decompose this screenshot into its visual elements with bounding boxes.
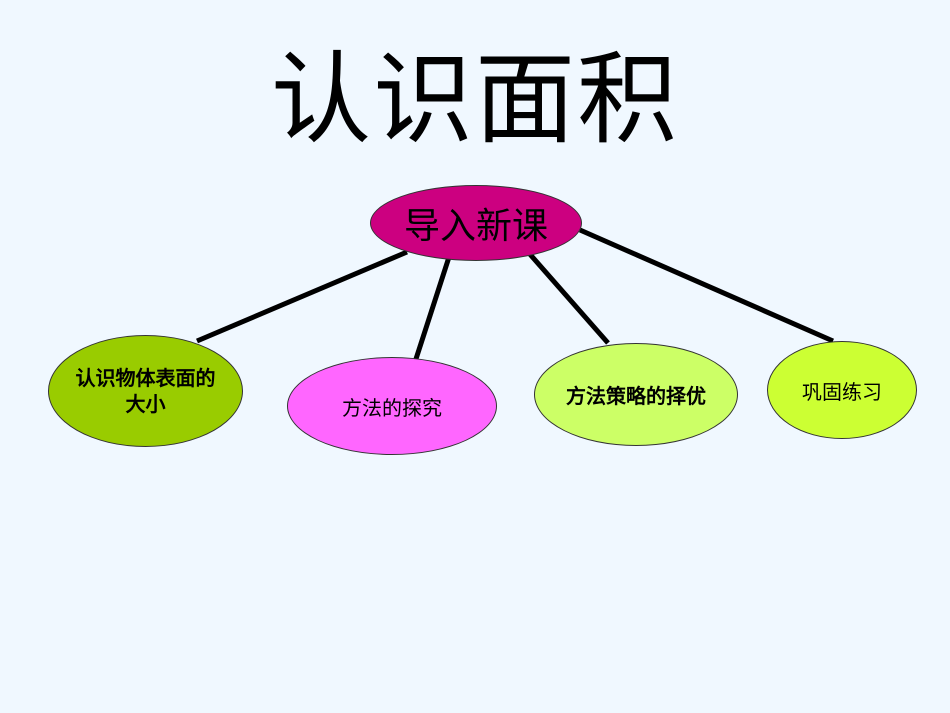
connector-line-2: [412, 253, 453, 363]
root-node-label: 导入新课: [403, 206, 548, 247]
connector-line-1: [196, 249, 408, 344]
connector-line-4: [578, 227, 835, 344]
child-node-3: 方法策略的择优: [534, 343, 738, 446]
page-title: 认识面积: [271, 41, 679, 158]
child-node-1: 认识物体表面的大小: [48, 335, 243, 447]
child-node-4-label: 巩固练习: [802, 379, 882, 404]
child-node-2-label: 方法的探究: [342, 395, 442, 420]
child-node-2: 方法的探究: [287, 357, 497, 455]
child-node-4: 巩固练习: [767, 341, 917, 439]
root-node: 导入新课: [370, 185, 582, 261]
connector-line-3: [526, 250, 610, 345]
child-node-1-label: 认识物体表面的大小: [75, 366, 216, 416]
child-node-3-label: 方法策略的择优: [566, 384, 706, 408]
